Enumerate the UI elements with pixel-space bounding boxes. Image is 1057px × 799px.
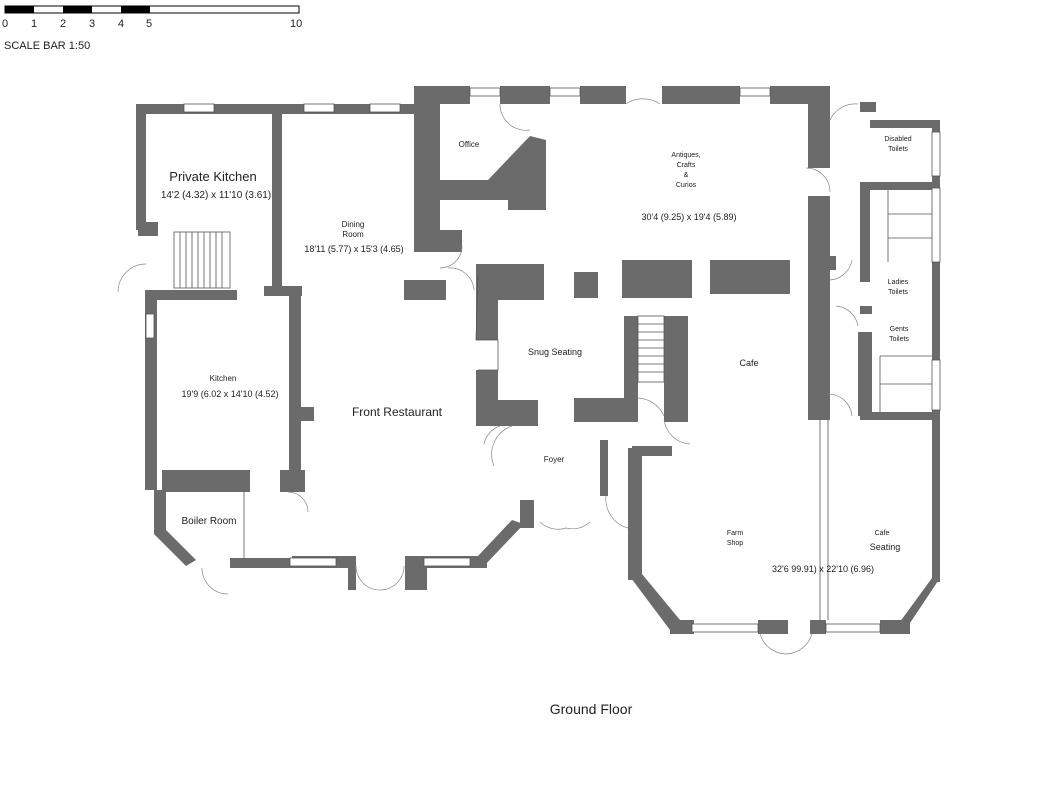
gents-toilets-label-1: Gents — [890, 326, 909, 333]
ladies-toilets-label-2: Toilets — [888, 289, 908, 296]
antiques-label-1: Antiques, — [671, 152, 700, 159]
ladies-toilets-label-1: Ladies — [888, 279, 909, 286]
scale-tick-10: 10 — [290, 18, 302, 30]
interior-lines — [173, 190, 932, 620]
front-restaurant-label: Front Restaurant — [352, 405, 443, 419]
cafe-label: Cafe — [739, 358, 758, 368]
dining-room-label-1: Dining — [342, 220, 365, 229]
gents-toilets-label-2: Toilets — [889, 336, 909, 343]
antiques-label-3: & — [684, 172, 689, 179]
private-kitchen-label: Private Kitchen — [169, 169, 256, 184]
scale-tick-1: 1 — [31, 18, 37, 30]
office-label: Office — [459, 140, 480, 149]
scale-tick-0: 0 — [2, 18, 8, 30]
kitchen-label: Kitchen — [210, 374, 237, 383]
scale-tick-5: 5 — [146, 18, 152, 30]
private-kitchen-dims: 14'2 (4.32) x 11'10 (3.61) — [161, 190, 271, 201]
farm-shop-label-1: Farm — [727, 530, 744, 537]
kitchen-dims: 19'9 (6.02 x 14'10 (4.52) — [181, 389, 278, 399]
disabled-toilets-label-2: Toilets — [888, 146, 908, 153]
scale-bar-label: SCALE BAR 1:50 — [4, 40, 90, 52]
scale-tick-4: 4 — [118, 18, 124, 30]
foyer-label: Foyer — [544, 455, 565, 464]
windows — [145, 87, 941, 633]
floor-title: Ground Floor — [550, 701, 633, 717]
walls — [136, 86, 940, 634]
dining-room-label-2: Room — [342, 230, 364, 239]
cafe-seating-label-1: Cafe — [875, 530, 890, 537]
room-labels: Private Kitchen 14'2 (4.32) x 11'10 (3.6… — [161, 136, 912, 574]
dining-room-dims: 18'11 (5.77) x 15'3 (4.65) — [304, 244, 403, 254]
farm-shop-dims: 32'6 99.91) x 22'10 (6.96) — [772, 564, 874, 574]
scale-bar: 0 1 2 3 4 5 10 SCALE BAR 1:50 — [2, 5, 302, 52]
boiler-room-label: Boiler Room — [181, 516, 236, 527]
disabled-toilets-label-1: Disabled — [884, 136, 911, 143]
antiques-label-4: Curios — [676, 182, 697, 189]
scale-tick-3: 3 — [89, 18, 95, 30]
antiques-label-2: Crafts — [677, 162, 696, 169]
cafe-seating-label-2: Seating — [870, 542, 901, 552]
scale-tick-2: 2 — [60, 18, 66, 30]
farm-shop-label-2: Shop — [727, 540, 743, 547]
doors — [117, 98, 859, 655]
snug-seating-label: Snug Seating — [528, 347, 582, 357]
antiques-dims: 30'4 (9.25) x 19'4 (5.89) — [642, 212, 737, 222]
